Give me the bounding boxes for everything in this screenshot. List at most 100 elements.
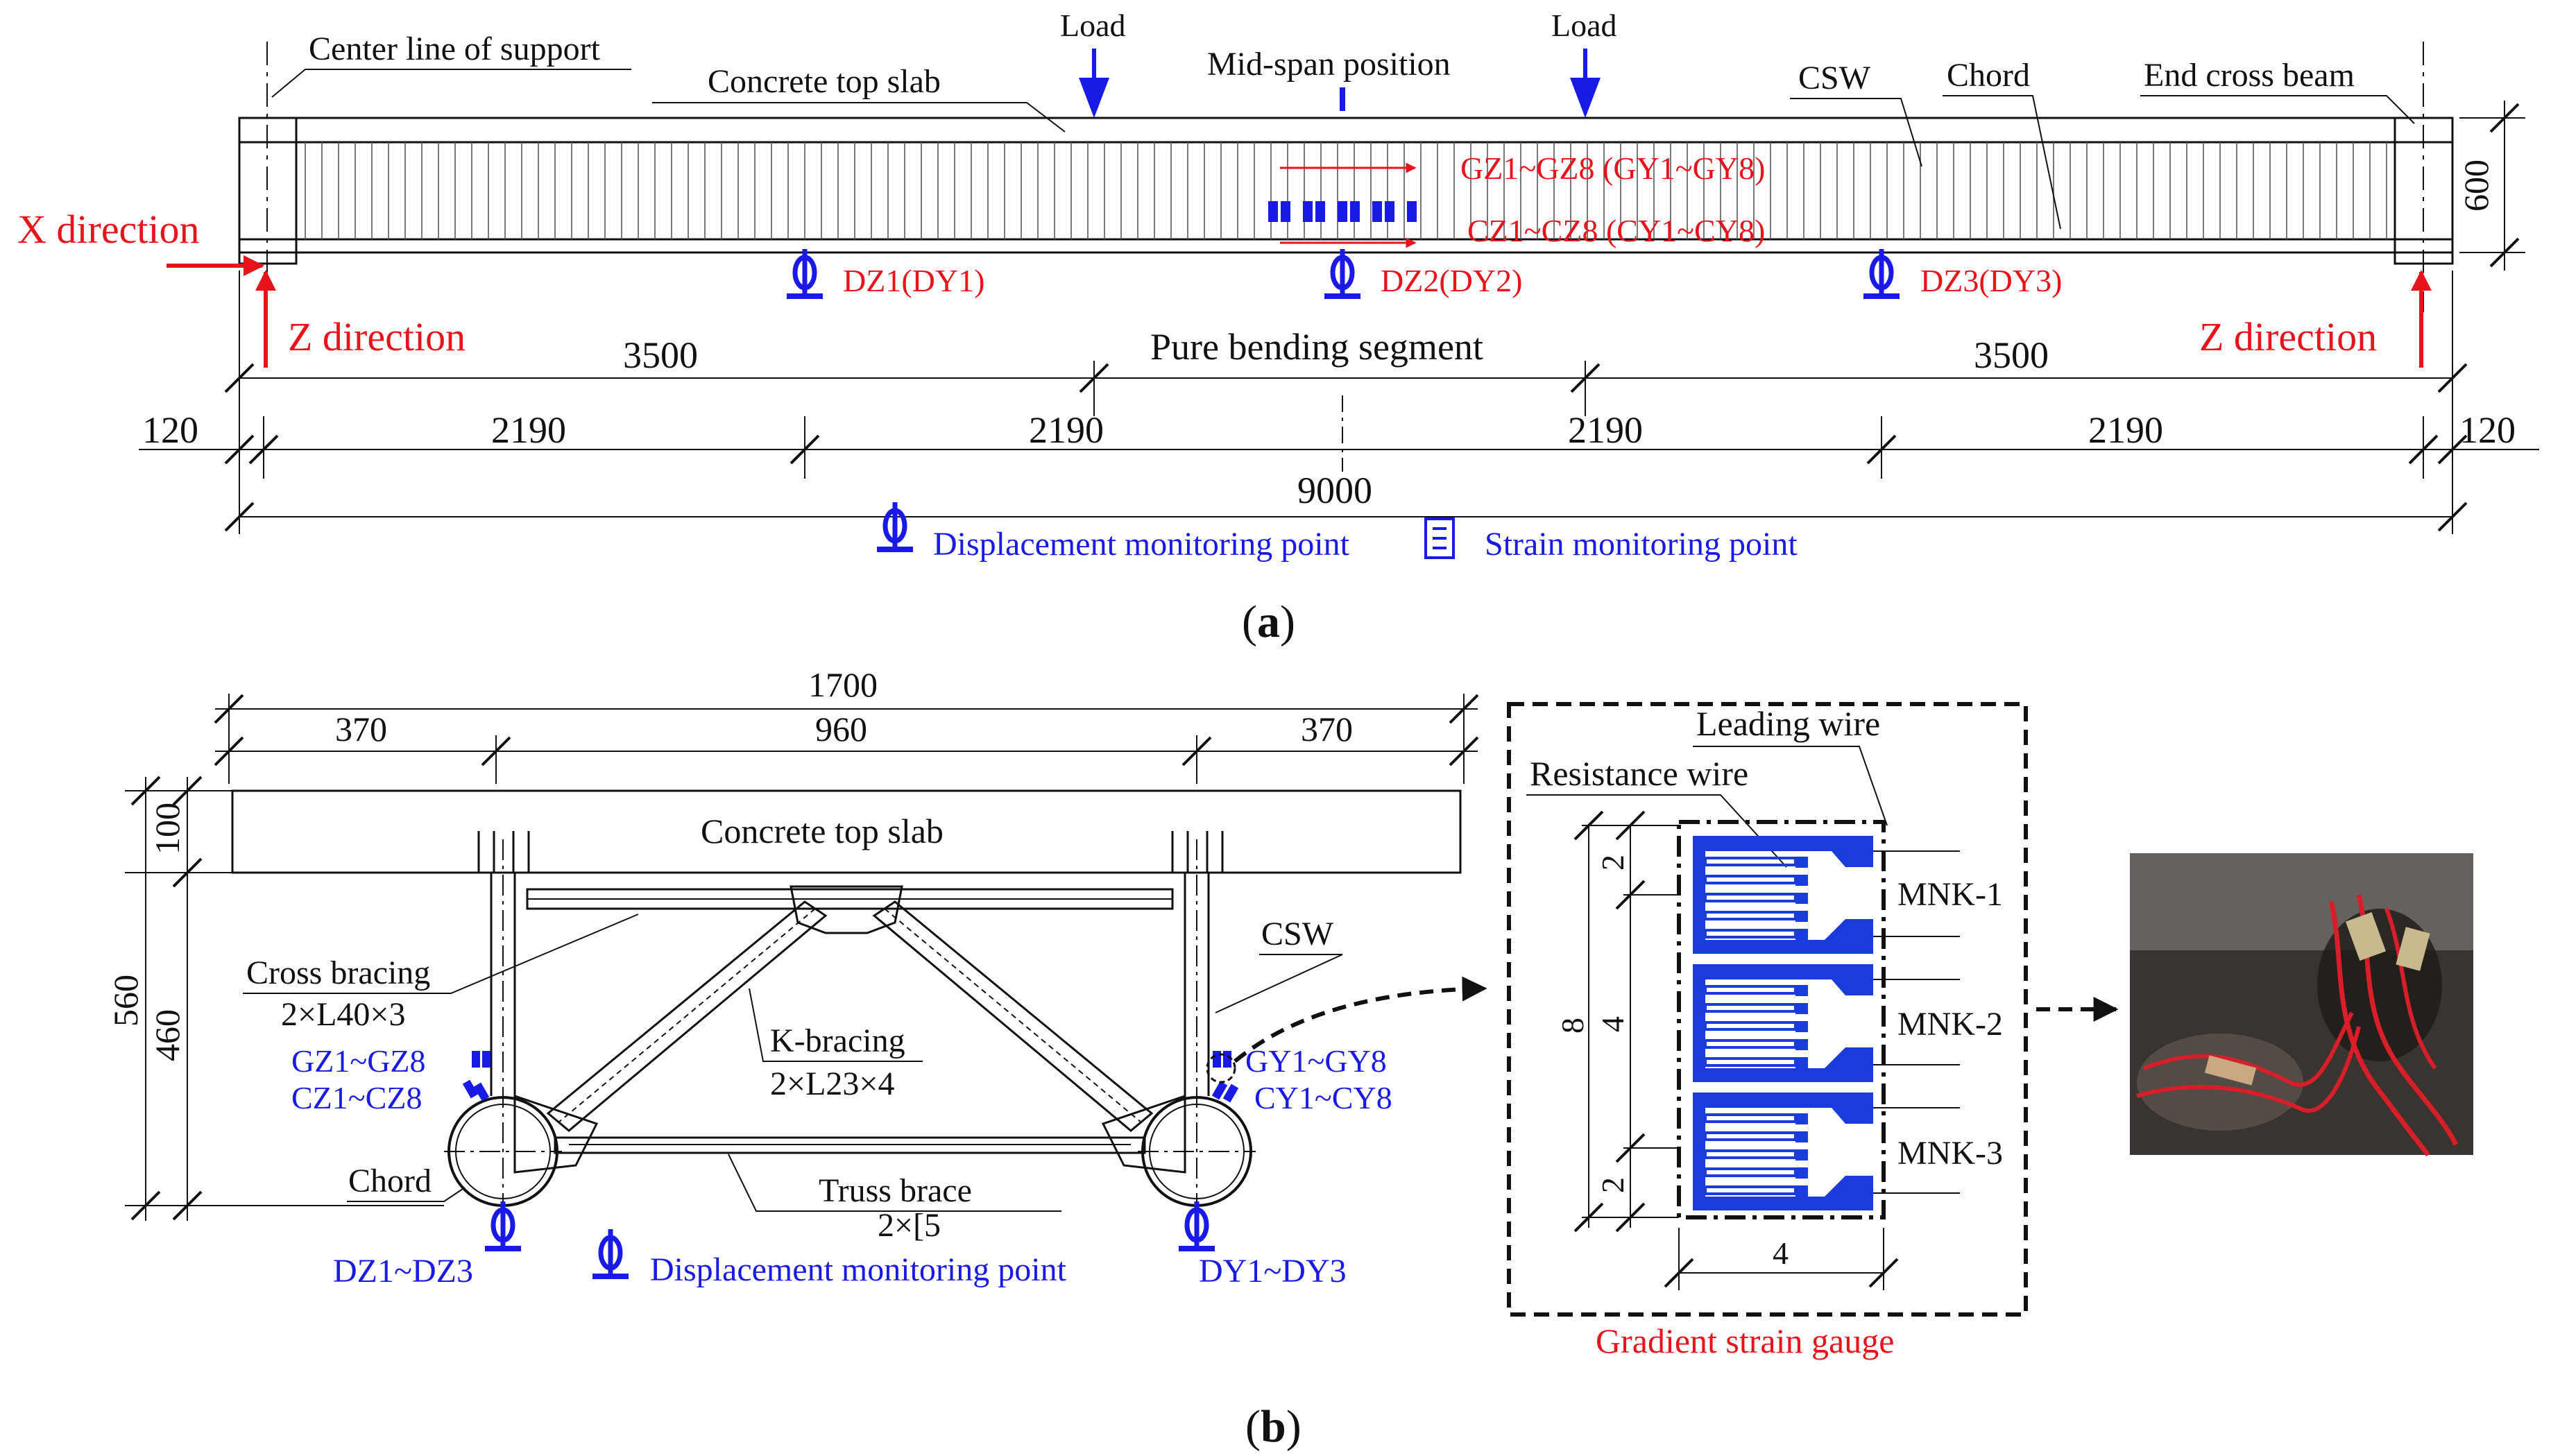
dim-height-600 xyxy=(2459,101,2525,271)
shear-studs xyxy=(477,831,1224,873)
leader-k-bracing xyxy=(749,988,923,1062)
legend-displacement-b: Displacement monitoring point xyxy=(650,1251,1067,1288)
concrete-top-slab-section xyxy=(231,789,1462,874)
label-cz-group: CZ1~CZ8 (CY1~CY8) xyxy=(1467,213,1765,248)
label-truss-brace-section: 2×[5 xyxy=(878,1207,941,1244)
label-z-direction-left: Z direction xyxy=(288,314,466,359)
label-cross-bracing: Cross bracing xyxy=(246,954,430,991)
leader-leading-wire xyxy=(1693,746,1888,826)
dim-2190-3: 2190 xyxy=(1568,409,1643,451)
label-mnk1: MNK-1 xyxy=(1897,876,2003,913)
label-z-direction-right: Z direction xyxy=(2199,314,2377,359)
dim-3500-left: 3500 xyxy=(623,334,698,376)
dim-2190-1: 2190 xyxy=(491,409,566,451)
leader-concrete-slab-a xyxy=(652,102,1066,132)
label-truss-brace: Truss brace xyxy=(819,1172,972,1209)
dim-lines-a xyxy=(139,271,2539,534)
label-mid-span: Mid-span position xyxy=(1207,46,1451,83)
dim-2190-4: 2190 xyxy=(2088,409,2163,451)
label-pure-bending: Pure bending segment xyxy=(1150,326,1483,368)
gauge-dim-ticks xyxy=(1573,810,1899,1288)
gauge-dim-2-top: 2 xyxy=(1595,855,1630,871)
cross-bracing xyxy=(526,885,1174,934)
callout-arrow-to-gauge xyxy=(1234,976,1487,1063)
label-dz1: DZ1(DY1) xyxy=(843,263,984,298)
label-csw-b: CSW xyxy=(1261,916,1334,952)
gauge-grids xyxy=(1693,836,1960,1210)
csw-web-left xyxy=(490,839,516,1214)
dim-120-right: 120 xyxy=(2459,409,2516,451)
dim-2190-2: 2190 xyxy=(1029,409,1104,451)
label-mnk2: MNK-2 xyxy=(1897,1006,2003,1043)
leader-end-cross-beam xyxy=(2140,95,2415,124)
dim-460: 460 xyxy=(148,1009,187,1061)
label-dz-b: DZ1~DZ3 xyxy=(333,1253,473,1290)
label-gz-group: GZ1~GZ8 (GY1~GY8) xyxy=(1460,151,1765,186)
label-concrete-top-slab-b: Concrete top slab xyxy=(701,812,944,850)
caption-b: (b) xyxy=(1245,1401,1302,1452)
label-end-cross-beam: End cross beam xyxy=(2144,57,2355,94)
dim-lines-b-left xyxy=(125,777,444,1221)
csw-web-right xyxy=(1184,839,1210,1214)
gauge-dim-width-4: 4 xyxy=(1773,1235,1789,1271)
disp-point-dz1 xyxy=(787,249,823,296)
dim-960: 960 xyxy=(815,710,867,748)
gauge-detail-box xyxy=(1507,702,2028,1317)
label-cross-bracing-section: 2×L40×3 xyxy=(281,996,405,1033)
leader-truss-brace xyxy=(728,1154,1061,1212)
label-gradient-strain-gauge: Gradient strain gauge xyxy=(1596,1321,1894,1360)
label-cy-right: CY1~CY8 xyxy=(1254,1080,1392,1115)
dim-100: 100 xyxy=(148,803,187,855)
legend-strain-symbol xyxy=(1424,517,1455,559)
label-mnk3: MNK-3 xyxy=(1897,1135,2003,1172)
gauge-dim-2-bottom: 2 xyxy=(1595,1177,1630,1193)
leader-chord-a xyxy=(1943,95,2061,230)
dim-120-left: 120 xyxy=(142,409,198,451)
dim-3500-right: 3500 xyxy=(1974,334,2049,376)
gauge-dim-4: 4 xyxy=(1595,1016,1630,1032)
gauge-grid xyxy=(1693,964,1960,1082)
panel-a: Center line of support Concrete top slab… xyxy=(17,8,2539,647)
panel-b: 1700 370 960 370 560 100 460 Concrete to… xyxy=(106,665,2473,1452)
disp-point-dz2 xyxy=(1324,249,1360,296)
label-dz2: DZ2(DY2) xyxy=(1381,263,1522,298)
disp-point-dz-b xyxy=(485,1201,521,1249)
legend-strain: Strain monitoring point xyxy=(1485,526,1798,563)
dim-ticks-a xyxy=(224,363,2468,532)
label-gy-right: GY1~GY8 xyxy=(1245,1043,1387,1079)
legend-disp-symbol-b xyxy=(592,1229,629,1276)
caption-a: (a) xyxy=(1242,597,1295,647)
leader-center-line xyxy=(271,69,631,98)
label-resistance-wire: Resistance wire xyxy=(1530,754,1748,793)
dim-600-label: 600 xyxy=(2457,160,2495,212)
label-leading-wire: Leading wire xyxy=(1696,704,1880,743)
legend-disp-symbol-a xyxy=(877,502,913,549)
gauge-dim-8: 8 xyxy=(1555,1018,1590,1034)
gauge-grid xyxy=(1693,1093,1960,1210)
dim-9000: 9000 xyxy=(1297,470,1372,511)
label-csw-a: CSW xyxy=(1798,60,1871,96)
label-concrete-top-slab-a: Concrete top slab xyxy=(708,63,941,100)
label-chord-b: Chord xyxy=(348,1163,432,1199)
disp-point-dy-b xyxy=(1179,1201,1215,1249)
dim-lines-b-top xyxy=(215,694,1478,784)
label-load-left: Load xyxy=(1060,8,1126,43)
strain-gauge-left-web xyxy=(462,1051,490,1102)
dim-1700: 1700 xyxy=(808,665,878,704)
label-x-direction: X direction xyxy=(17,207,200,252)
dim-370-right: 370 xyxy=(1301,710,1353,748)
leader-chord-b xyxy=(347,1187,466,1202)
gauge-substrate xyxy=(1677,820,1886,1219)
leader-csw-a xyxy=(1790,98,1922,167)
truss-brace xyxy=(554,1136,1146,1154)
leader-csw-b xyxy=(1215,954,1343,1013)
load-arrow-right xyxy=(1570,49,1601,118)
gauge-grid xyxy=(1693,836,1960,954)
dim-560: 560 xyxy=(106,975,145,1027)
beam-elevation xyxy=(238,117,2454,265)
legend-displacement-a: Displacement monitoring point xyxy=(933,526,1350,563)
label-center-line-support: Center line of support xyxy=(309,31,601,67)
disp-point-dz3 xyxy=(1863,249,1900,296)
label-cz-left: CZ1~CZ8 xyxy=(291,1080,422,1115)
